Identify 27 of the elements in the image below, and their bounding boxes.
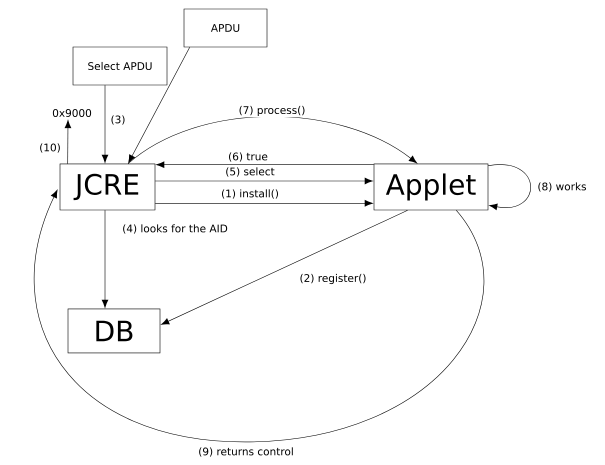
process-box: APDU — [184, 8, 268, 48]
edge-label: (8) works — [536, 181, 588, 193]
arrow — [155, 178, 373, 184]
arrow — [102, 210, 108, 308]
status-text: 0x9000 — [52, 109, 92, 117]
edge-label: (6) true — [227, 151, 269, 163]
arrow — [156, 161, 374, 168]
arrow — [128, 116, 418, 164]
edge-label: (1) install() — [220, 188, 280, 200]
process-box: Applet — [374, 164, 488, 210]
process-box: Select APDU — [72, 46, 168, 86]
arrow — [64, 120, 72, 164]
edge-label: (9) returns control — [197, 446, 295, 458]
edge-label: (7) process() — [238, 104, 306, 118]
edge-label: (10) — [38, 142, 62, 154]
process-box: DB — [68, 308, 160, 354]
edge-label: (2) register() — [298, 272, 368, 286]
arrow — [488, 164, 531, 210]
edge-label: (4) looks for the AID — [121, 223, 229, 235]
arrow — [161, 210, 408, 325]
edge-label: (3) — [110, 114, 126, 126]
arrow — [155, 200, 373, 207]
process-box: JCRE — [60, 164, 156, 210]
arrow — [34, 190, 484, 442]
edge-label: (5) select — [224, 166, 276, 178]
arrow — [102, 85, 108, 163]
arrow — [128, 47, 190, 163]
